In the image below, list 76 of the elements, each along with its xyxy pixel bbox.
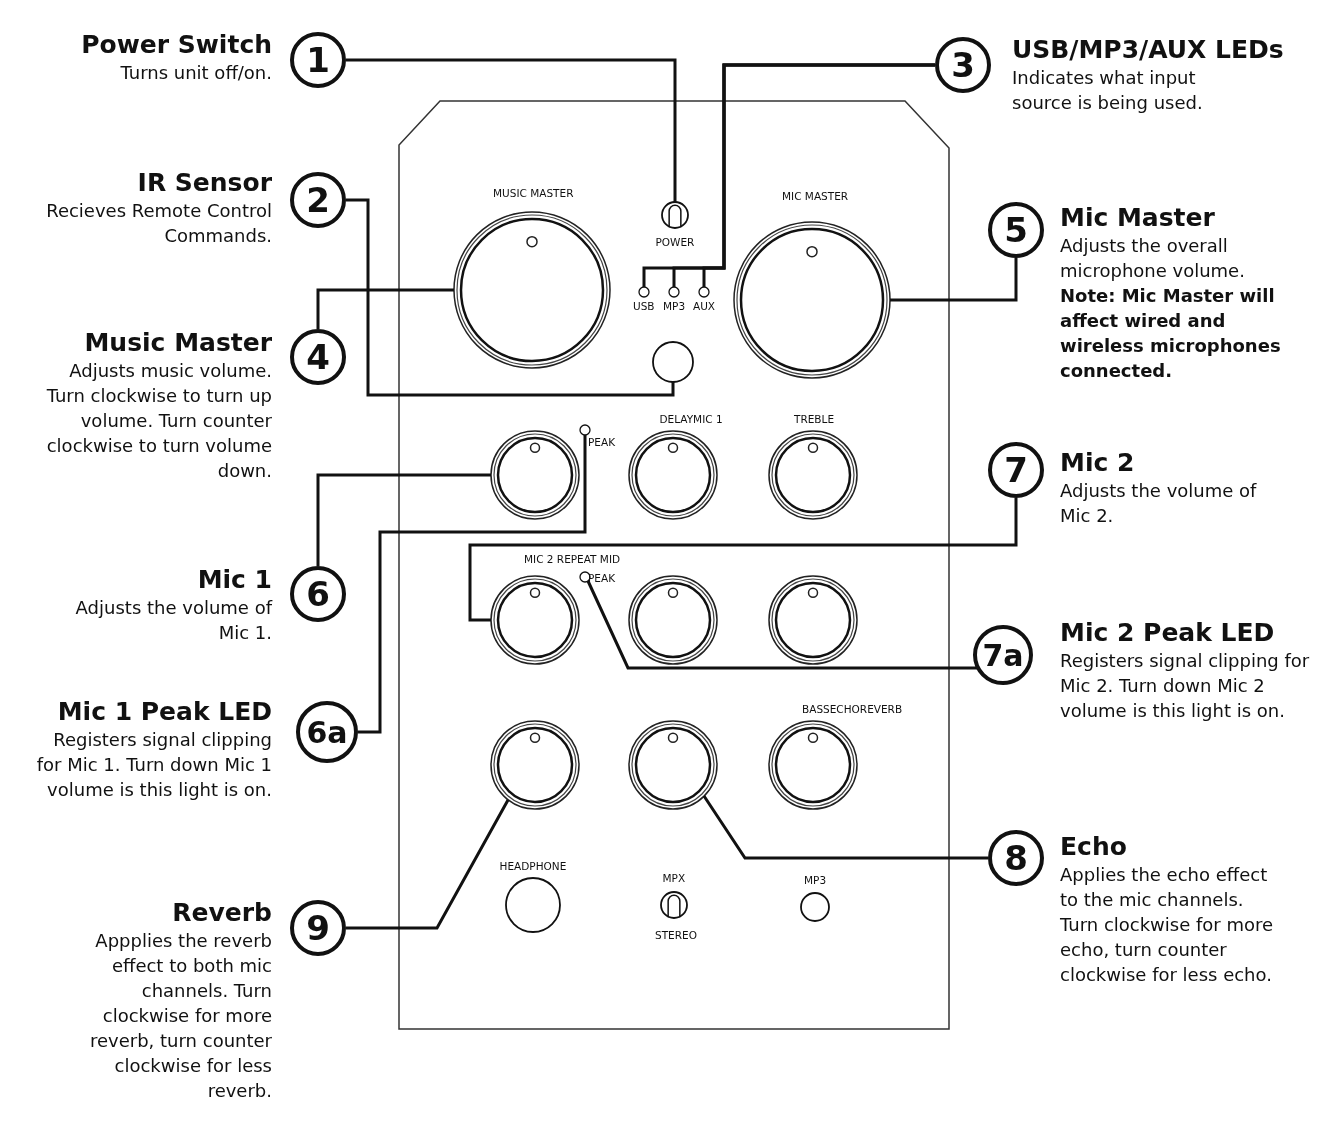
callout-number: 3 — [935, 37, 991, 93]
panel-label: MUSIC MASTER — [493, 187, 574, 199]
indicator-light — [697, 285, 711, 299]
callout-description: Adjusts music volume. Turn clockwise to turn up volume. Turn counter clockwise to turn volume down. — [45, 359, 272, 483]
callout-number: 1 — [290, 32, 346, 88]
callout-number: 7a — [973, 625, 1033, 685]
callout-description: Adjusts the volume of Mic 2. — [1060, 479, 1258, 528]
callout-description: Registers signal clipping for Mic 1. Turn down Mic 1 volume is this light is on. — [35, 728, 272, 802]
leader-line — [346, 58, 677, 202]
panel-label: MIC MASTER — [782, 190, 849, 202]
knob — [767, 574, 859, 666]
callout-number: 9 — [290, 900, 346, 956]
leader-line — [346, 198, 675, 397]
sensor-circle — [651, 340, 695, 384]
callout-number: 2 — [290, 172, 346, 228]
knob — [489, 719, 581, 811]
leader-line — [358, 435, 587, 734]
callout-description: Indicates what input source is being used. — [1012, 66, 1204, 115]
callout-description: Applies the echo effect to the mic channels. Turn clockwise for more echo, turn counter clockwise for less echo. — [1060, 863, 1275, 987]
leader-line — [468, 498, 1018, 622]
callout-number: 4 — [290, 329, 346, 385]
callout-heading: Mic 2 — [1060, 448, 1135, 478]
knob — [767, 719, 859, 811]
callout-heading: Mic Master — [1060, 203, 1215, 233]
callout-heading: Echo — [1060, 832, 1127, 862]
panel-label: STEREO — [655, 929, 697, 941]
panel-label: PEAK — [588, 436, 616, 448]
knob — [627, 574, 719, 666]
callout-heading: Power Switch — [81, 30, 272, 60]
indicator-light — [578, 423, 592, 437]
indicator-light — [667, 285, 681, 299]
callout-heading: Mic 1 Peak LED — [57, 697, 272, 727]
leader-line — [346, 799, 510, 930]
indicator-light — [637, 285, 651, 299]
callout-description: Adjusts the overall microphone volume. Note: Mic Master will affect wired and wireless microphones connected. — [1060, 234, 1282, 383]
leader-line — [316, 473, 491, 566]
panel-label: POWER — [655, 236, 695, 248]
callout-description: Turns unit off/on. — [119, 61, 272, 85]
leader-line — [316, 288, 454, 329]
toggle-switch — [660, 200, 690, 230]
callout-description: Registers signal clipping for Mic 2. Turn down Mic 2 volume is this light is on. — [1060, 649, 1310, 723]
callout-heading: Mic 1 — [197, 565, 272, 595]
callout-description: Recieves Remote Control Commands. — [45, 199, 272, 248]
leader-line — [890, 258, 1018, 302]
leader-line — [586, 580, 977, 670]
knob — [489, 429, 581, 521]
knob — [627, 429, 719, 521]
knob — [627, 719, 719, 811]
callout-heading: IR Sensor — [137, 168, 272, 198]
device-panel — [398, 100, 950, 1030]
leader-line — [702, 795, 988, 860]
callout-number: 8 — [988, 830, 1044, 886]
callout-number: 6 — [290, 566, 346, 622]
panel-label: BASSECHOREVERB — [802, 703, 903, 715]
callout-number: 5 — [988, 202, 1044, 258]
panel-label: MIC 2 REPEAT MID — [524, 553, 621, 565]
panel-label: AUX — [693, 300, 716, 312]
panel-label: USB — [633, 300, 655, 312]
callout-number: 7 — [988, 442, 1044, 498]
panel-label: MPX — [662, 872, 686, 884]
callout-heading: Mic 2 Peak LED — [1060, 618, 1275, 648]
callout-heading: Music Master — [84, 328, 272, 358]
callout-heading: USB/MP3/AUX LEDs — [1012, 35, 1284, 65]
callout-description: Adjusts the volume of Mic 1. — [74, 596, 272, 645]
jack-socket — [799, 891, 831, 923]
jack-socket — [504, 876, 562, 934]
knob — [732, 220, 892, 380]
knob — [452, 210, 612, 370]
panel-label: PEAK — [588, 572, 616, 584]
toggle-switch — [659, 890, 689, 920]
callout-description: Appplies the reverb effect to both mic channels. Turn clockwise for more reverb, turn counter clockwise for less reverb. — [89, 929, 272, 1103]
callout-heading: Reverb — [172, 898, 272, 928]
knob — [767, 429, 859, 521]
panel-label: MP3 — [663, 300, 686, 312]
knob — [489, 574, 581, 666]
callout-number: 6a — [296, 701, 358, 763]
